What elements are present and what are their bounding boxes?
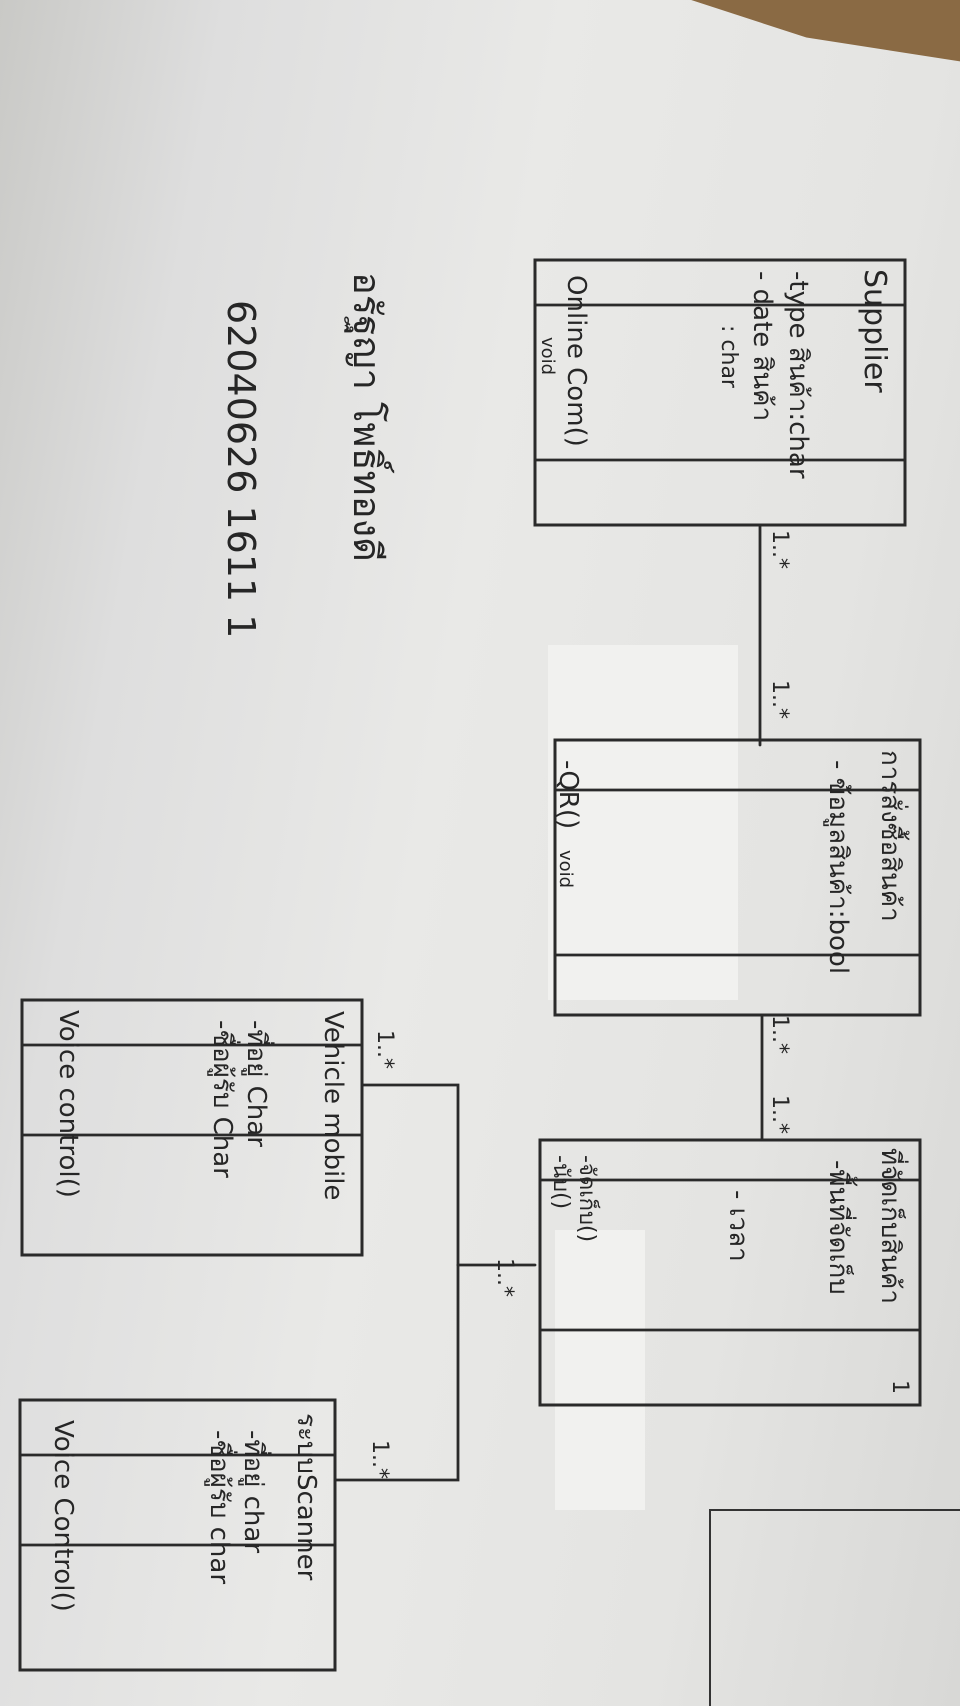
class-storage: ที่จัดเก็บสินค้า -พื้นที่จัดเก็บ - เวลา … bbox=[538, 1138, 922, 1407]
association-scanner bbox=[333, 1263, 460, 1482]
association-vehicle bbox=[360, 1083, 460, 1267]
class-name: การสั่งซื้อสินค้า bbox=[875, 750, 910, 922]
class-method: -นับ() bbox=[548, 1155, 573, 1209]
class-method: Online Com() bbox=[561, 275, 591, 447]
class-attribute: -ชื่อผู้รับ Char bbox=[207, 1020, 241, 1178]
svg-text:1..*: 1..* bbox=[767, 1095, 792, 1134]
multiplicity-label: 1..* bbox=[767, 1015, 792, 1054]
class-attribute: -ชื่อผู้รับ char bbox=[204, 1430, 238, 1584]
class-method: Voice control() bbox=[53, 1010, 83, 1198]
class-name: Vehicle mobile bbox=[318, 1011, 348, 1200]
multiplicity-label: 1..* bbox=[367, 1440, 392, 1479]
class-supplier: Supplier -type สินค้า:char - date สินค้า… bbox=[533, 258, 907, 527]
class-name: Supplier bbox=[857, 269, 892, 393]
class-method: -จัดเก็บ() bbox=[574, 1155, 602, 1242]
class-attribute: -ที่อยู่ char bbox=[238, 1430, 272, 1553]
class-name: ระบบScanner bbox=[291, 1413, 321, 1581]
multiplicity-label: 1..* bbox=[492, 1258, 517, 1297]
multiplicity-label: 1..* bbox=[372, 1030, 397, 1069]
svg-text:อรัฐญา โพธิ์ทองดี: อรัฐญา โพธิ์ทองดี bbox=[344, 272, 395, 562]
class-attribute: - เวลา bbox=[723, 1190, 753, 1262]
svg-text:1: 1 bbox=[887, 1380, 912, 1394]
class-scanner: ระบบScanner -ที่อยู่ char -ชื่อผู้รับ ch… bbox=[18, 1398, 337, 1672]
paper-patch bbox=[555, 1230, 645, 1510]
class-method: -QR() bbox=[553, 760, 583, 829]
multiplicity-label: 1..* bbox=[767, 530, 792, 569]
svg-text:1..*: 1..* bbox=[492, 1258, 517, 1297]
author-name: อรัฐญา โพธิ์ทองดี bbox=[344, 272, 395, 562]
svg-text:1..*: 1..* bbox=[372, 1030, 397, 1069]
class-attribute: -type สินค้า:char bbox=[783, 271, 813, 479]
class-method: Voice Control() bbox=[48, 1420, 78, 1612]
class-order: การสั่งซื้อสินค้า - ข้อมูลสินค้า:bool -Q… bbox=[553, 738, 922, 1017]
multiplicity-label: 1 bbox=[887, 1380, 912, 1394]
class-method: void bbox=[555, 850, 576, 888]
svg-text:62040626 1611 1: 62040626 1611 1 bbox=[219, 300, 263, 638]
svg-text:1..*: 1..* bbox=[767, 680, 792, 719]
student-id: 62040626 1611 1 bbox=[219, 300, 263, 638]
class-attribute: - ข้อมูลสินค้า:bool bbox=[823, 760, 853, 974]
svg-text:1..*: 1..* bbox=[767, 530, 792, 569]
paper-patch bbox=[548, 645, 738, 1000]
class-method: void bbox=[537, 337, 558, 375]
class-vehicle: Vehicle mobile -ที่อยู่ Char -ชื่อผู้รับ… bbox=[20, 998, 364, 1257]
multiplicity-label: 1..* bbox=[767, 680, 792, 719]
class-attribute: : char bbox=[716, 325, 741, 389]
svg-text:1..*: 1..* bbox=[767, 1015, 792, 1054]
svg-text:1..*: 1..* bbox=[367, 1440, 392, 1479]
class-attribute: - date สินค้า bbox=[747, 271, 777, 421]
corner-box bbox=[709, 1509, 960, 1706]
class-name: ที่จัดเก็บสินค้า bbox=[875, 1148, 909, 1304]
multiplicity-label: 1..* bbox=[767, 1095, 792, 1134]
class-attribute: -ที่อยู่ Char bbox=[241, 1020, 275, 1147]
class-attribute: -พื้นที่จัดเก็บ bbox=[823, 1160, 858, 1295]
